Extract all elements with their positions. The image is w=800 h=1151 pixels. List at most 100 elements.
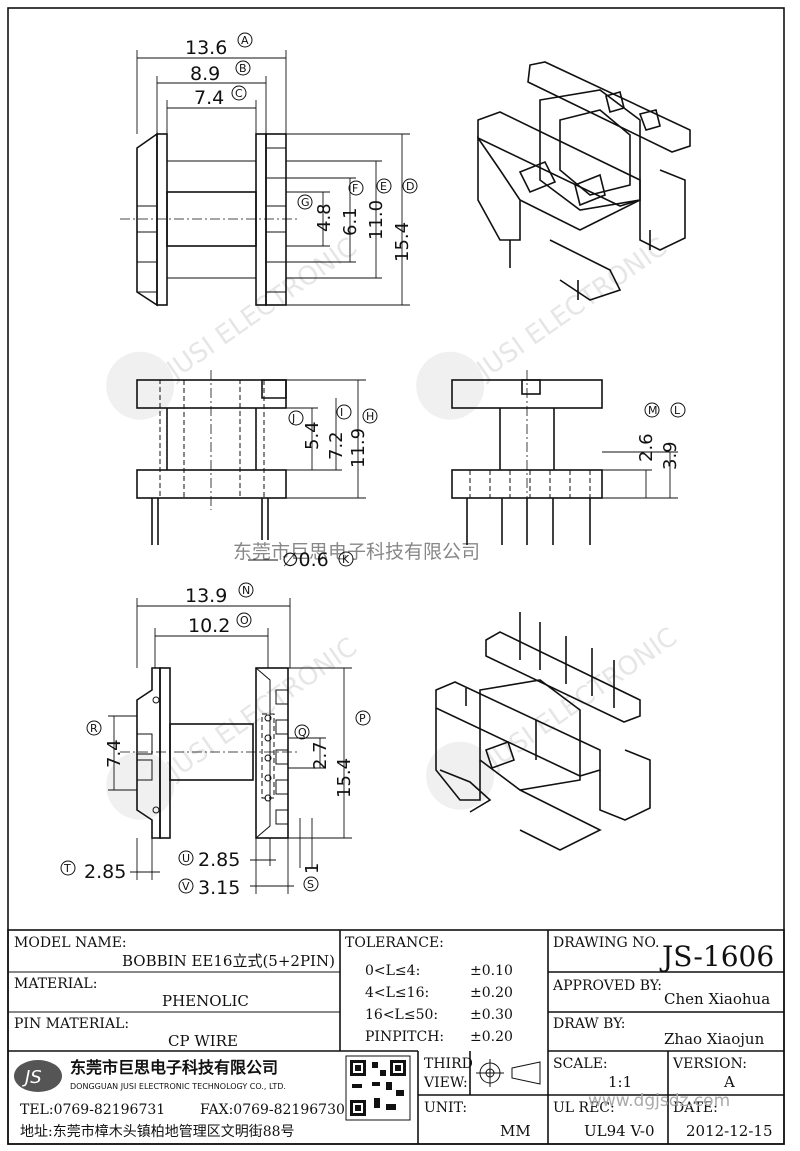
company-name-cn: 东莞市巨思电子科技有限公司 (70, 1058, 278, 1077)
company-tel: TEL:0769-82196731 (20, 1102, 165, 1118)
dim-L-value: 3.9 (660, 441, 681, 470)
watermark-brand-3: JUSI ELECTRONIC (160, 632, 363, 786)
view-front-top: 13.6 A 8.9 B 7.4 C 15.4 D 11.0 E 6.1 F 4… (120, 32, 418, 307)
dim-D-letter: D (406, 180, 414, 193)
company-logo: JS (22, 1067, 42, 1088)
tolerance-range-0: 0<L≤4: (365, 963, 420, 979)
third-angle-projection-icon (476, 1059, 541, 1087)
dim-E-value: 11.0 (366, 200, 387, 240)
dim-T-letter: T (63, 862, 71, 875)
approved-by-value: Chen Xiaohua (664, 990, 770, 1008)
dim-C-value: 7.4 (194, 87, 224, 109)
drawing-no-label: DRAWING NO. (553, 935, 659, 951)
dim-M-value: 2.6 (636, 433, 657, 462)
dim-F-letter: F (352, 182, 358, 195)
dim-N-value: 13.9 (185, 585, 227, 607)
dim-L-letter: L (674, 404, 681, 417)
dim-C-letter: C (235, 87, 243, 100)
dim-G-letter: G (301, 196, 310, 209)
dim-R-letter: R (90, 722, 98, 735)
site-watermark: www.dgjsdz.com (588, 1091, 730, 1111)
dim-R-value: 7.4 (104, 739, 125, 768)
material-value: PHENOLIC (162, 992, 249, 1010)
dim-V-letter: V (182, 880, 190, 893)
tolerance-value-1: ±0.20 (470, 985, 513, 1001)
version-value: A (723, 1073, 735, 1091)
dim-P-value: 15.4 (334, 758, 355, 798)
dim-A-value: 13.6 (185, 37, 227, 59)
unit-label: UNIT: (424, 1100, 467, 1116)
dim-H-letter: H (366, 410, 374, 423)
iso-view-top (477, 61, 691, 301)
draw-by-value: Zhao Xiaojun (664, 1030, 765, 1048)
dim-U-value: 2.85 (198, 849, 240, 871)
ul-rec-label: UL REC: (553, 1100, 615, 1116)
watermark-brand-4: JUSI ELECTRONIC (480, 622, 683, 776)
dim-I-value: 7.2 (326, 431, 347, 460)
dim-E-letter: E (380, 180, 387, 193)
model-name-label: MODEL NAME: (14, 935, 127, 951)
company-name-en: DONGGUAN JUSI ELECTRONIC TECHNOLOGY CO.,… (70, 1082, 286, 1091)
model-name-value: BOBBIN EE16立式(5+2PIN) (122, 952, 335, 970)
dim-P-letter: P (359, 712, 366, 725)
tolerance-value-0: ±0.10 (470, 963, 513, 979)
dim-V-value: 3.15 (198, 877, 240, 899)
dim-T-value: 2.85 (84, 861, 126, 883)
view-side-left: 11.9 H 7.2 I 5.4 J ∅0.6 K (136, 370, 378, 571)
dim-O-value: 10.2 (188, 615, 230, 637)
dim-Q-value: 2.7 (310, 741, 331, 770)
tolerance-value-2: ±0.30 (470, 1007, 513, 1023)
dim-D-value: 15.4 (392, 222, 413, 262)
version-label: VERSION: (672, 1056, 747, 1072)
third-view-label-1: THIRD (424, 1056, 473, 1072)
dim-H-value: 11.9 (348, 428, 369, 468)
dim-S-value: 1 (302, 863, 323, 874)
drawing-no-value: JS-1606 (659, 940, 774, 973)
dim-O-letter: O (240, 614, 249, 627)
dim-U-letter: U (182, 852, 190, 865)
watermark-brand-2: JUSI ELECTRONIC (470, 232, 673, 386)
tolerance-range-3: PINPITCH: (365, 1029, 444, 1045)
scale-label: SCALE: (553, 1056, 608, 1072)
dim-K-letter: K (342, 553, 350, 566)
dim-A-letter: A (241, 34, 249, 47)
company-address: 地址:东莞市樟木头镇柏地管理区文明街88号 (20, 1123, 295, 1140)
iso-view-bottom (435, 612, 651, 851)
dim-K-value: ∅0.6 (282, 549, 329, 571)
watermark-company-cn: 东莞市巨思电子科技有限公司 (233, 541, 480, 563)
dim-I-letter: I (340, 406, 343, 419)
dim-N-letter: N (242, 584, 250, 597)
dim-B-letter: B (239, 62, 247, 75)
pin-material-value: CP WIRE (168, 1032, 238, 1050)
pin-material-label: PIN MATERIAL: (14, 1016, 129, 1032)
dim-M-letter: M (648, 404, 658, 417)
material-label: MATERIAL: (14, 976, 97, 992)
watermark-brand-1: JUSI ELECTRONIC (160, 232, 363, 386)
dim-B-value: 8.9 (190, 63, 220, 85)
view-bottom: 13.9 N 10.2 O 15.4 P 2.7 Q 7.4 R 1 S 2.8… (60, 582, 371, 899)
ul-rec-value: UL94 V-0 (584, 1122, 655, 1140)
date-value: 2012-12-15 (686, 1122, 772, 1140)
unit-value: MM (500, 1122, 531, 1140)
background-watermark: JUSI ELECTRONIC JUSI ELECTRONIC JUSI ELE… (106, 232, 683, 820)
draw-by-label: DRAW BY: (553, 1016, 625, 1032)
dim-F-value: 6.1 (340, 207, 361, 236)
approved-by-label: APPROVED BY: (552, 978, 662, 994)
date-label: DATE: (673, 1100, 718, 1116)
dim-Q-letter: Q (298, 726, 307, 739)
title-block: MODEL NAME: BOBBIN EE16立式(5+2PIN) MATERI… (7, 929, 785, 1145)
tolerance-range-1: 4<L≤16: (365, 985, 429, 1001)
tolerance-range-2: 16<L≤50: (365, 1007, 438, 1023)
third-view-label-2: VIEW: (423, 1075, 468, 1091)
view-side-right: 3.9 L 2.6 M (451, 370, 686, 545)
tolerance-label: TOLERANCE: (345, 935, 444, 951)
dim-G-value: 4.8 (314, 203, 335, 232)
dim-J-value: 5.4 (302, 421, 323, 450)
dim-S-letter: S (307, 878, 314, 891)
qr-code (345, 1055, 411, 1121)
tolerance-value-3: ±0.20 (470, 1029, 513, 1045)
company-fax: FAX:0769-82196730 (200, 1102, 345, 1118)
dim-J-letter: J (291, 412, 295, 425)
scale-value: 1:1 (608, 1073, 632, 1091)
